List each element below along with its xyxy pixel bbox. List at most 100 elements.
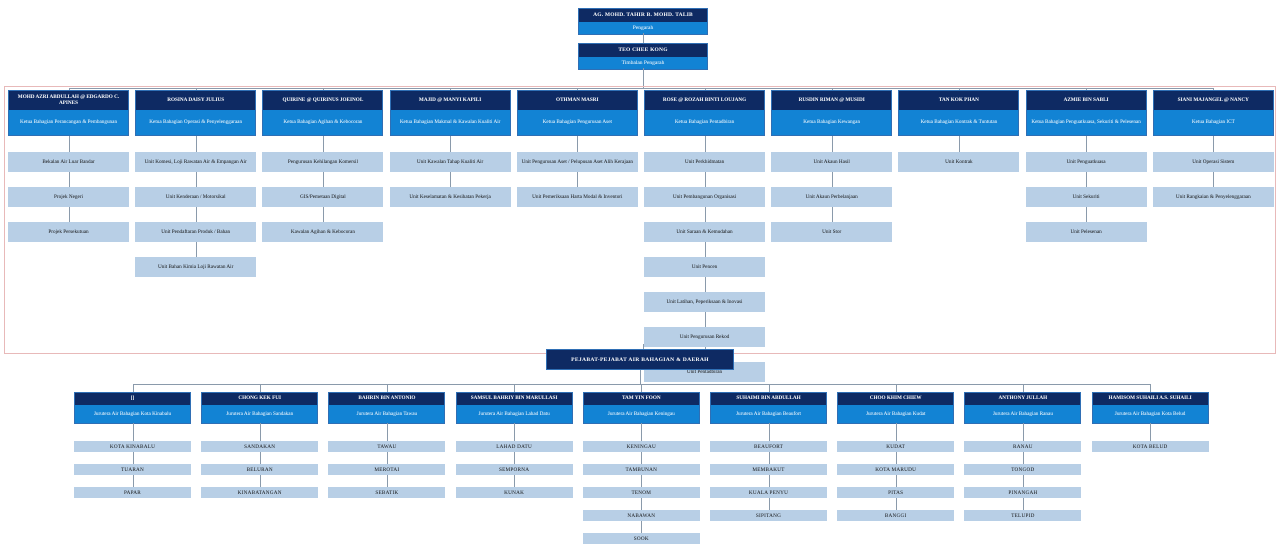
region-head-box-1[interactable]: []Jurutera Air Bahagian Kota Kinabalu [74,392,191,424]
unit-box[interactable]: Kawalan Agihan & Kebocoran [262,222,384,242]
connector-unit-4-2 [450,172,452,187]
district-box[interactable]: SIPITANG [710,510,827,521]
unit-box[interactable]: Unit Pemeriksaan Harta Modal & Inventori [516,187,638,207]
district-box[interactable]: KENINGAU [582,441,700,452]
connector-unit-2-3 [195,207,197,222]
district-box[interactable]: KOTA KINABALU [74,441,191,452]
connector-district-7-1 [895,423,897,441]
unit-box[interactable]: Unit Sekuriti [1025,187,1147,207]
unit-box[interactable]: Unit Akaun Perbelanjaan [771,187,893,207]
unit-box[interactable]: Unit Operasi Sistem [1152,152,1274,172]
unit-box[interactable]: Unit Keselamatan & Kesihatan Pekerja [389,187,511,207]
district-box[interactable]: PINANGAH [964,487,1082,498]
connector-bus-division-2 [195,88,197,90]
division-head-title-10: Ketua Bahagian ICT [1153,110,1273,135]
district-box[interactable]: KUNAK [455,487,573,498]
district-box[interactable]: TAWAU [328,441,446,452]
unit-box[interactable]: Unit Pendaftaran Produk / Bahan [135,222,257,242]
unit-box[interactable]: Unit Pencen [644,257,765,277]
connector-district-8-3 [1022,475,1024,487]
unit-box[interactable]: Bekalan Air Luar Bandar [8,152,129,172]
district-box[interactable]: KINABATANGAN [201,487,319,498]
connector-unit-1-2 [68,172,70,187]
district-box[interactable]: TENOM [582,487,700,498]
connector-unit-8-1 [958,136,960,152]
director-box[interactable]: AG. MOHD. TAHIR B. MOHD. TALIB Pengarah [578,8,708,35]
unit-box[interactable]: Pengurusan Kehilangan Komersil [262,152,384,172]
district-box[interactable]: RANAU [964,441,1082,452]
district-box[interactable]: TELUPID [964,510,1082,521]
unit-box[interactable]: Unit Pengurusan Rekod [644,327,765,347]
unit-box[interactable]: Unit Penguatkuasa [1025,152,1147,172]
region-head-name-4: SAMSUL BAHRIY BIN MARULLASI [456,393,572,405]
region-head-name-2: CHONG KEK FUI [202,393,318,405]
district-box[interactable]: BANGGI [837,510,955,521]
district-box[interactable]: BEAUFORT [710,441,827,452]
unit-box[interactable]: Unit Stor [771,222,893,242]
region-head-title-5: Jurutera Air Bahagian Keningau [583,405,699,423]
district-box[interactable]: MEROTAI [328,464,446,475]
unit-box[interactable]: Unit Bahan Kimia Loji Rawatan Air [135,257,257,277]
unit-box[interactable]: Unit Latihan, Peperiksaan & Inovasi [644,292,765,312]
division-head-name-5: OTHMAN MASRI [517,91,637,110]
unit-box[interactable]: Projek Negeri [8,187,129,207]
unit-box[interactable]: Unit Kawalan Tahap Kualiti Air [389,152,511,172]
unit-box[interactable]: Unit Saraan & Kemudahan [644,222,765,242]
district-box[interactable]: SEBATIK [328,487,446,498]
division-head-name-7: RUSDIN RIMAN @ MUSIDI [772,91,892,110]
district-box[interactable]: SEMPORNA [455,464,573,475]
unit-box[interactable]: Unit Rangkaian & Penyelenggaraan [1152,187,1274,207]
regional-offices-banner[interactable]: PEJABAT-PEJABAT AIR BAHAGIAN & DAERAH [546,349,734,370]
district-box[interactable]: MEMBAKUT [710,464,827,475]
district-box[interactable]: SANDAKAN [201,441,319,452]
district-box[interactable]: PAPAR [74,487,191,498]
district-box[interactable]: KOTA MARUDU [837,464,955,475]
unit-box[interactable]: GIS/Pemetaan Digital [262,187,384,207]
district-box[interactable]: KUALA PENYU [710,487,827,498]
division-head-title-8: Ketua Bahagian Kontrak & Tuntutan [899,110,1019,135]
unit-box[interactable]: Unit Kontrak [898,152,1020,172]
unit-box[interactable]: Unit Perkhidmatan [644,152,765,172]
district-box[interactable]: PITAS [837,487,955,498]
unit-box[interactable]: Unit Pelesenan [1025,222,1147,242]
unit-box[interactable]: Unit Akaun Hasil [771,152,893,172]
connector-frame-banner [643,344,644,349]
unit-box[interactable]: Projek Persekutuan [8,222,129,242]
district-box[interactable]: KOTA BELUD [1091,441,1209,452]
unit-box[interactable]: Unit Kenderaan / Motorsikal [135,187,257,207]
unit-box[interactable]: Unit Pengurusan Aset / Pelupusan Aset Al… [516,152,638,172]
region-head-title-1: Jurutera Air Bahagian Kota Kinabalu [75,405,190,423]
connector-bus-region-7 [895,384,897,392]
district-box[interactable]: KUDAT [837,441,955,452]
unit-box[interactable]: Unit Komesi, Loji Rawatan Air & Empangan… [135,152,257,172]
district-box[interactable]: NABAWAN [582,510,700,521]
district-box[interactable]: SOOK [582,533,700,544]
unit-box[interactable]: Unit Pembangunan Organisasi [644,187,765,207]
district-box[interactable]: TUARAN [74,464,191,475]
district-box[interactable]: TONGOD [964,464,1082,475]
district-box[interactable]: LAHAD DATU [455,441,573,452]
district-box[interactable]: TAMBUNAN [582,464,700,475]
district-box[interactable]: BELURAN [201,464,319,475]
connector-bus-division-5 [577,88,579,90]
deputy-director-box[interactable]: TEO CHEE KONG Timbalan Pengarah [578,43,708,70]
